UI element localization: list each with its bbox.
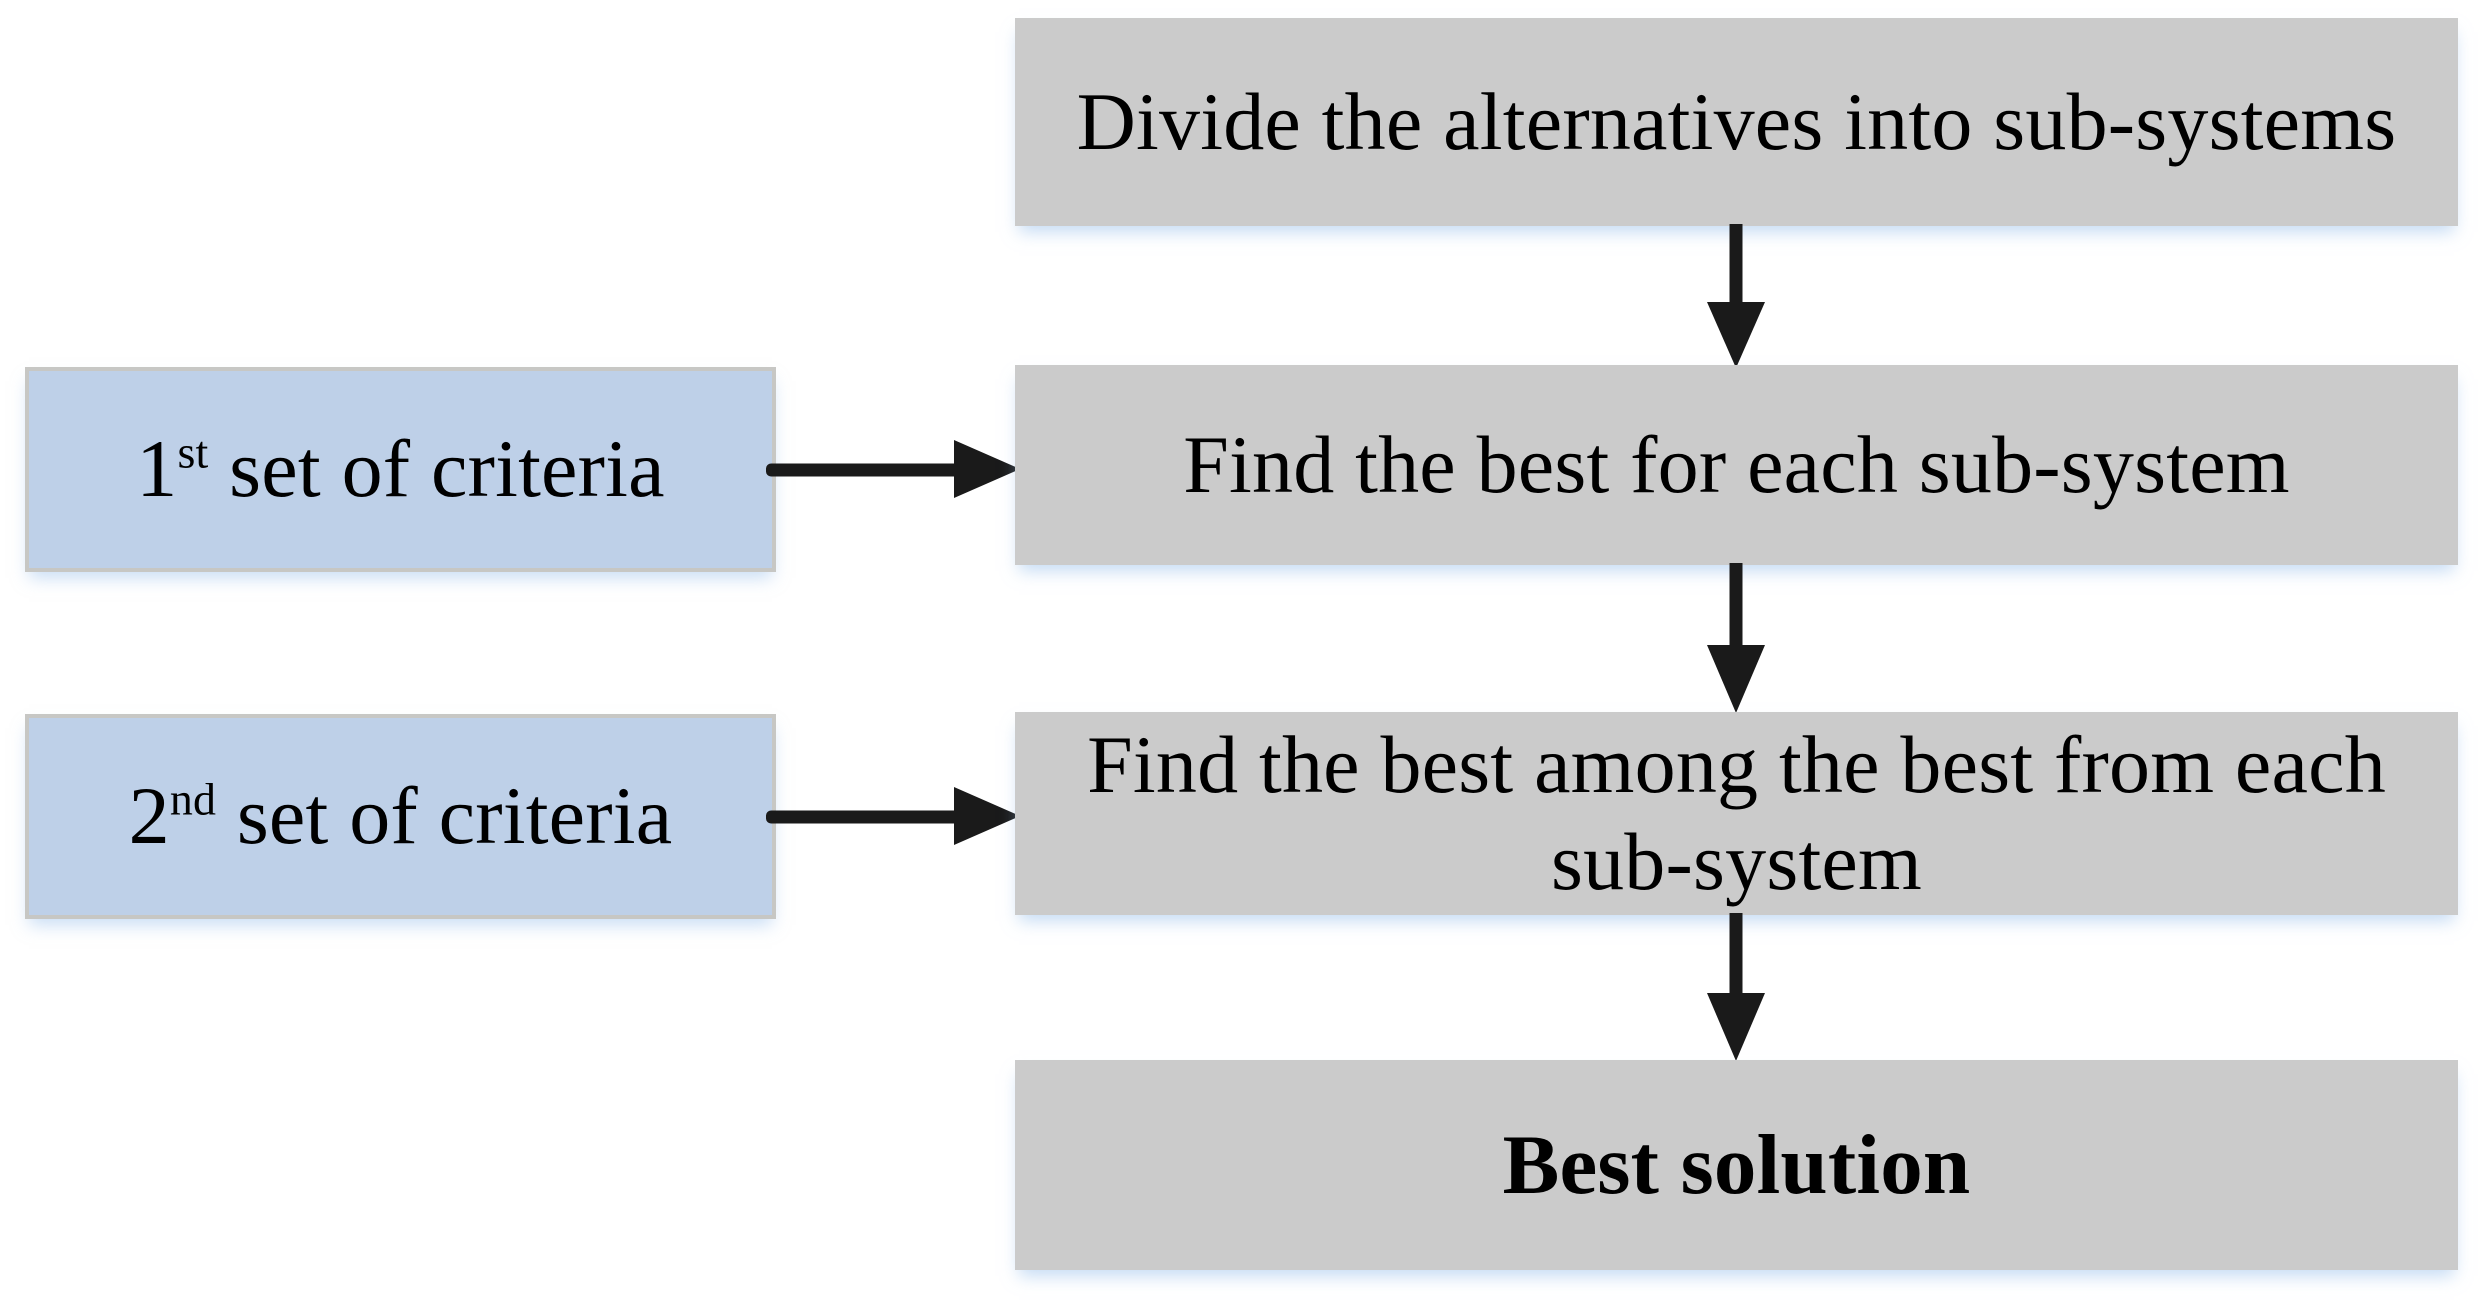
- node-criteria-second-set[interactable]: 2nd set of criteria: [25, 714, 776, 919]
- criteria-second-rest: set of criteria: [216, 770, 673, 862]
- node-find-best-each-subsystem-label: Find the best for each sub-system: [1183, 418, 2290, 510]
- criteria-second-ordinal: nd: [169, 773, 217, 825]
- criteria-second-number: 2: [128, 770, 170, 862]
- node-criteria-second-set-label: 2nd set of criteria: [105, 768, 697, 865]
- node-best-solution[interactable]: Best solution: [1015, 1060, 2458, 1270]
- node-divide-alternatives-label: Divide the alternatives into sub-systems: [1076, 75, 2397, 167]
- node-best-solution-label: Best solution: [1502, 1117, 1971, 1212]
- criteria-first-ordinal: st: [177, 426, 209, 478]
- node-find-best-among-best-label: Find the best among the best from each s…: [1063, 717, 2410, 911]
- criteria-first-number: 1: [136, 423, 178, 515]
- arrow-criteria-second-to-find-best-among: [766, 785, 1022, 849]
- node-find-best-among-best-line1: Find the best among the best from each: [1087, 718, 2386, 810]
- node-criteria-first-set[interactable]: 1st set of criteria: [25, 367, 776, 572]
- arrow-criteria-first-to-find-best-each: [766, 438, 1022, 502]
- node-find-best-among-best-line2: sub-system: [1551, 815, 1922, 907]
- node-find-best-among-best[interactable]: Find the best among the best from each s…: [1015, 712, 2458, 915]
- criteria-first-rest: set of criteria: [208, 423, 665, 515]
- node-find-best-each-subsystem[interactable]: Find the best for each sub-system: [1015, 365, 2458, 565]
- arrow-find-best-among-to-best-solution: [1704, 913, 1768, 1063]
- node-divide-alternatives[interactable]: Divide the alternatives into sub-systems: [1015, 18, 2458, 226]
- arrow-divide-to-find-best-each: [1704, 224, 1768, 370]
- arrow-find-best-each-to-find-best-among: [1704, 563, 1768, 715]
- node-criteria-first-set-label: 1st set of criteria: [112, 421, 688, 518]
